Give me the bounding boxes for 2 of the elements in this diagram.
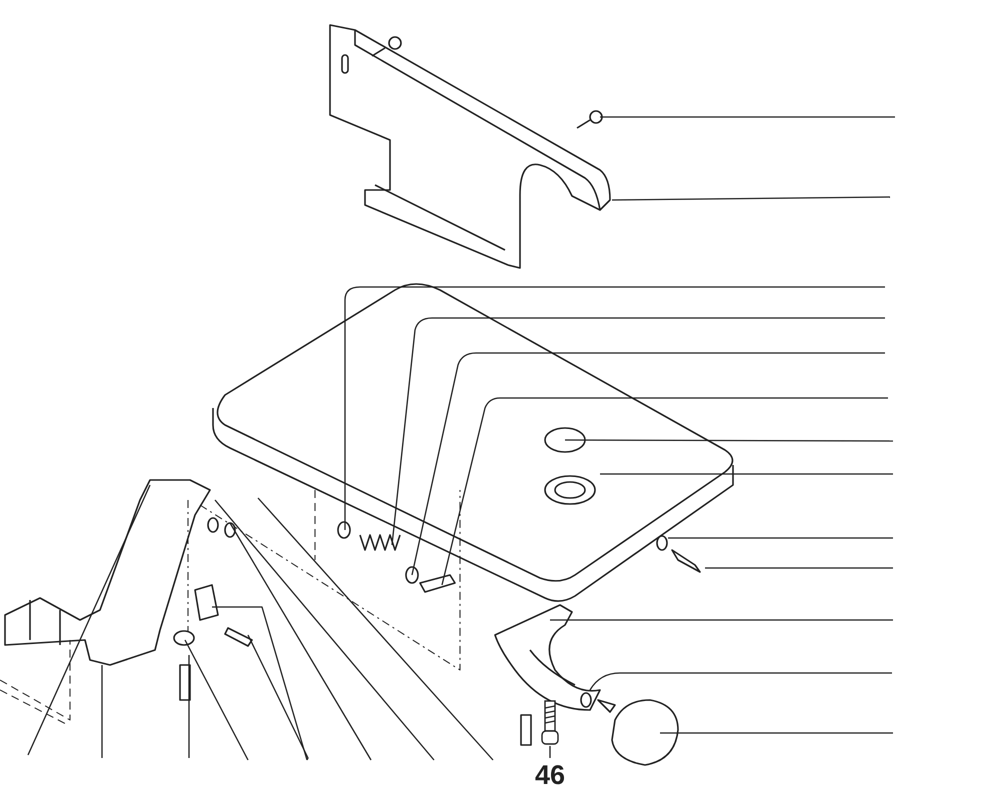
leader-line — [549, 746, 551, 758]
callout-number: 46 — [534, 762, 566, 788]
